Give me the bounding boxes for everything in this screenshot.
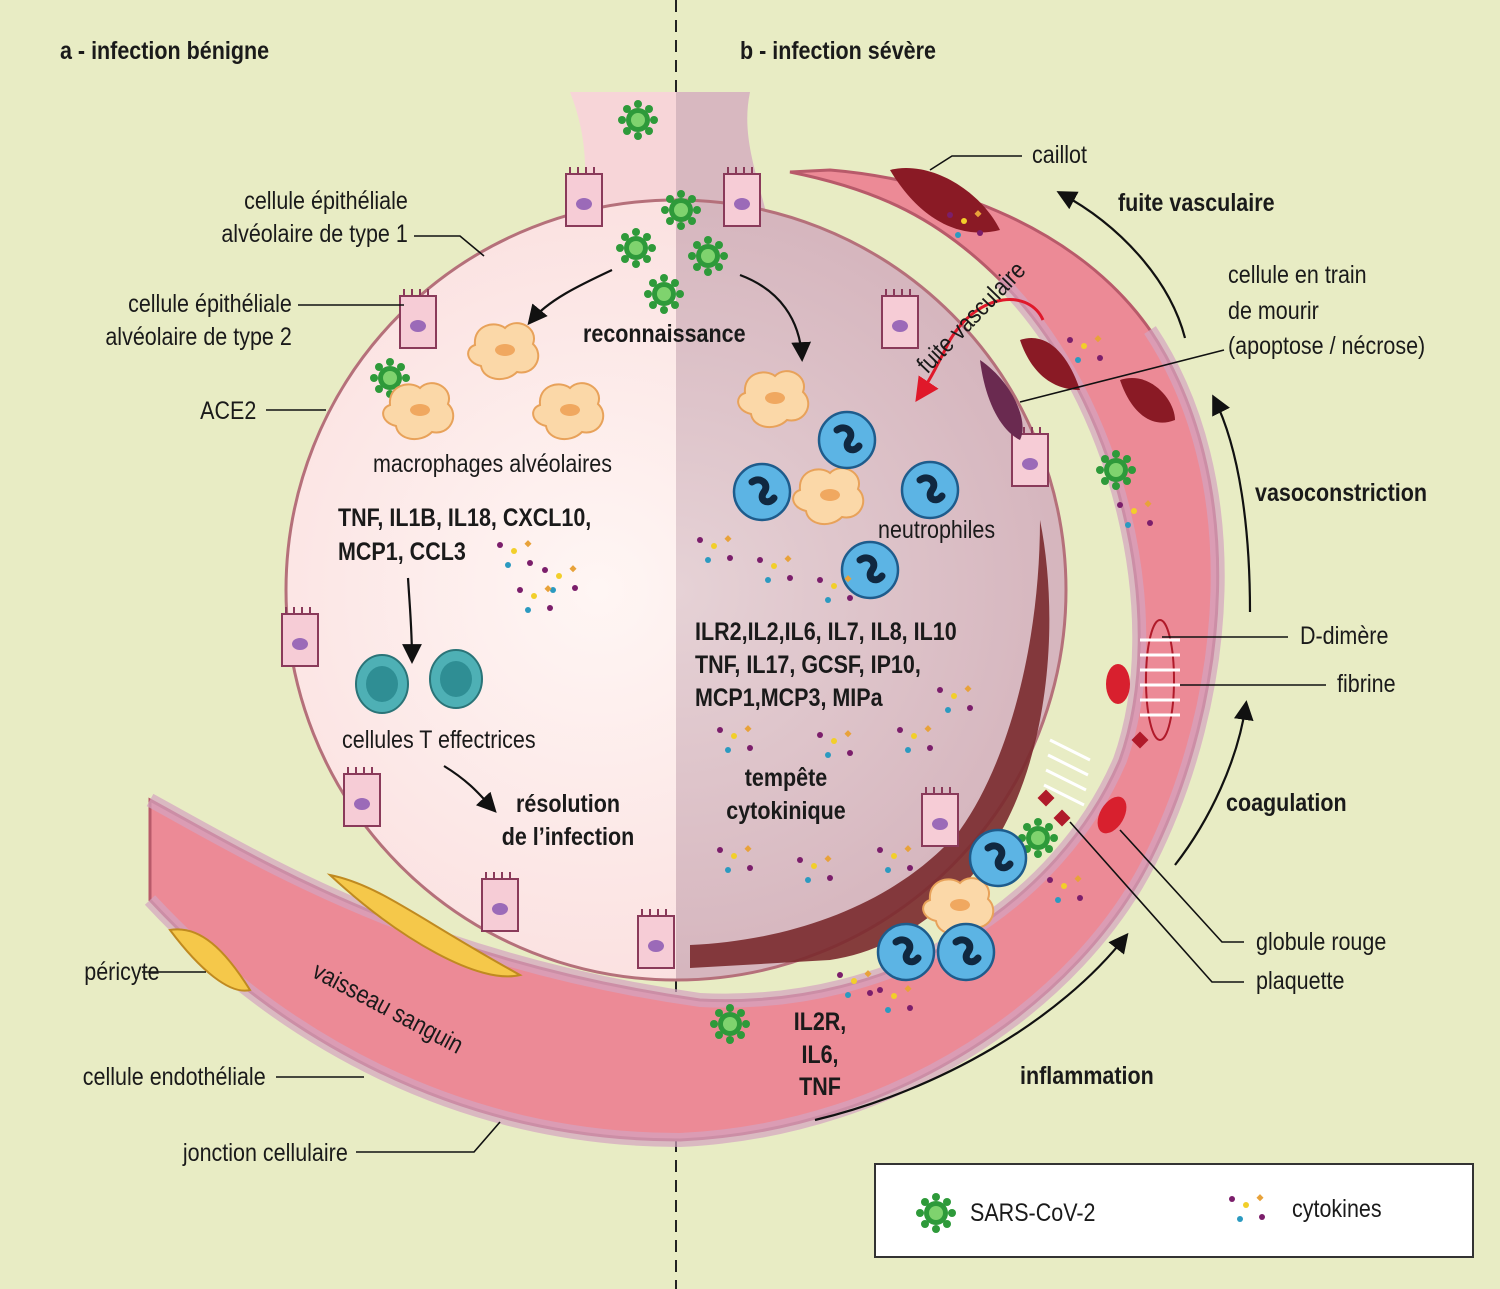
severe-cytokines-label: ILR2,IL2,IL6, IL7, IL8, IL10 TNF, IL17, … — [695, 618, 957, 712]
ace2-label: ACE2 — [199, 397, 256, 425]
benign-cytokines-label: TNF, IL1B, IL18, CXCL10, MCP1, CCL3 — [338, 504, 592, 566]
panel-b-title: b - infection sévère — [740, 37, 936, 65]
epithelial-cell — [481, 871, 519, 932]
coagulation-label: coagulation — [1226, 789, 1347, 817]
neutrophil — [970, 830, 1026, 886]
vessel-cytokines-label: IL2R, IL6, TNF — [793, 1008, 847, 1101]
neutrophil — [819, 412, 875, 468]
clot-label: caillot — [1032, 141, 1087, 169]
type2-cell-severe — [881, 288, 919, 349]
neutrophil — [878, 924, 934, 980]
pericyte — [168, 928, 252, 992]
pericyte — [326, 873, 523, 978]
endothelial-cell-label: cellule endothéliale — [83, 1063, 266, 1091]
dying-cell — [921, 786, 959, 847]
fibrin-label: fibrine — [1337, 670, 1396, 698]
legend-virus-label: SARS-CoV-2 — [970, 1199, 1096, 1227]
platelet — [1131, 731, 1149, 749]
red-blood-cell-label: globule rouge — [1256, 928, 1387, 956]
neutrophil — [842, 542, 898, 598]
alveolar-macrophages-label: macrophages alvéolaires — [373, 450, 613, 478]
type1-cell-severe — [723, 166, 761, 227]
type2-cell-label: cellule épithéliale alvéolaire de type 2 — [105, 290, 292, 351]
neutrophil — [938, 924, 994, 980]
epithelial-cell — [343, 766, 381, 827]
legend: SARS-CoV-2 cytokines — [874, 1163, 1474, 1258]
virus-icon — [916, 1193, 956, 1233]
platelet-label: plaquette — [1256, 967, 1345, 995]
resolution-label: résolution de l’infection — [501, 790, 635, 851]
cell-junction-label: jonction cellulaire — [183, 1139, 348, 1167]
d-dimer-label: D-dimère — [1300, 622, 1389, 650]
neutrophils-label: neutrophiles — [878, 516, 996, 544]
cytokine-storm-label: tempête cytokinique — [726, 764, 846, 825]
t-cell — [355, 654, 409, 714]
cytokines-icon — [1229, 1194, 1265, 1222]
epithelial-cell — [281, 606, 319, 667]
t-cell — [429, 649, 483, 709]
epithelial-cell — [637, 908, 675, 969]
inflammation-label: inflammation — [1020, 1062, 1154, 1090]
neutrophil — [902, 462, 958, 518]
type2-cell — [399, 288, 437, 349]
panel-a-title: a - infection bénigne — [60, 37, 270, 65]
type1-cell-label: cellule épithéliale alvéolaire de type 1 — [221, 187, 408, 248]
type1-cell — [565, 166, 603, 227]
legend-cytokines-label: cytokines — [1292, 1195, 1382, 1223]
vascular-leak-heading: fuite vasculaire — [1118, 189, 1275, 217]
neutrophil — [734, 464, 790, 520]
vasoconstriction-label: vasoconstriction — [1255, 479, 1428, 507]
red-blood-cell — [1106, 664, 1130, 704]
dying-cell-label: cellule en train de mourir (apoptose / n… — [1228, 261, 1426, 360]
vascular-leak-arrow — [915, 298, 1045, 402]
pericyte-label: péricyte — [84, 958, 160, 986]
recognition-label: reconnaissance — [583, 320, 746, 348]
effector-t-cells-label: cellules T effectrices — [342, 726, 536, 754]
